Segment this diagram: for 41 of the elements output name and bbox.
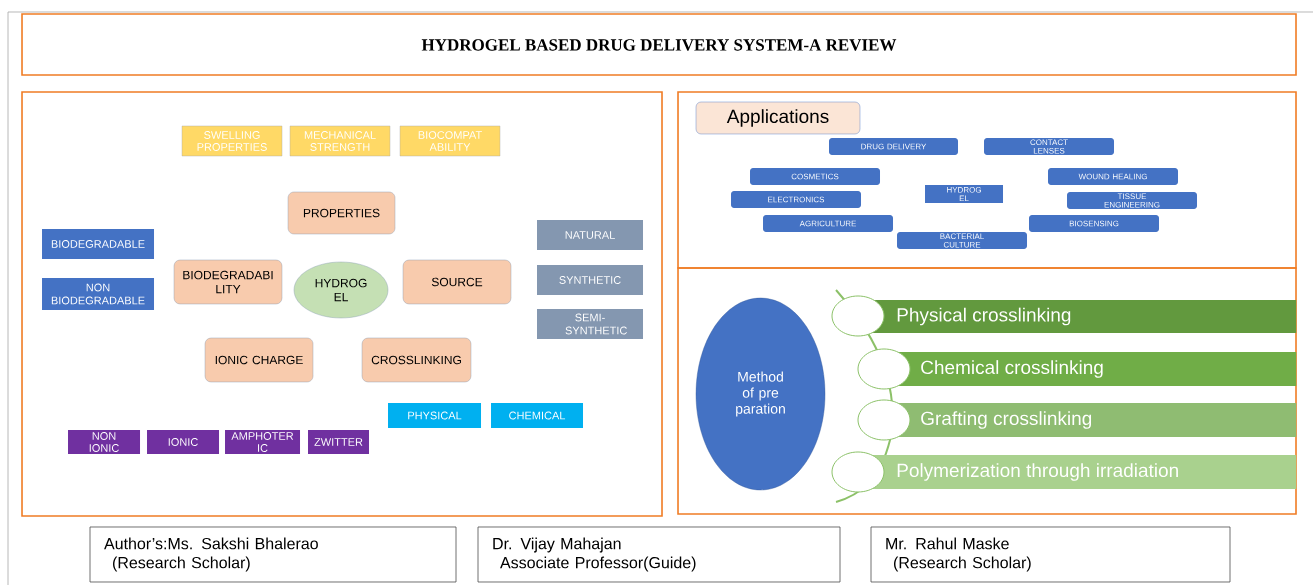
category-box: BIODEGRADABI LITY [173, 259, 283, 305]
list-item: Physical crosslinking [831, 295, 1297, 337]
application-box: CONTACT LENSES [984, 138, 1114, 155]
category-box: PROPERTIES [287, 191, 396, 235]
type-box: NATURAL [537, 220, 643, 250]
property-box: BIOCOMPAT ABILITY [399, 125, 501, 157]
application-box: AGRICULTURE [763, 215, 893, 232]
type-box: PHYSICAL [388, 403, 481, 428]
category-box: SOURCE [402, 259, 512, 305]
property-box: SWELLING PROPERTIES [181, 125, 283, 157]
type-box: SYNTHETIC [537, 265, 643, 295]
application-box: COSMETICS [750, 168, 880, 185]
heading-box: Applications [695, 101, 861, 135]
application-box: WOUND HEALING [1048, 168, 1178, 185]
application-box: DRUG DELIVERY [829, 138, 958, 155]
center-box: HYDROG EL [925, 185, 1003, 203]
type-box: AMPHOTER IC [225, 430, 300, 454]
author-box: Mr. Rahul Maske (Research Scholar) [870, 526, 1231, 583]
panel [677, 267, 1297, 515]
list-item: Polymerization through irradiation [831, 451, 1297, 493]
application-box: BACTERIAL CULTURE [897, 232, 1027, 249]
title-box: HYDROGEL BASED DRUG DELIVERY SYSTEM-A REVIEW [21, 13, 1297, 76]
author-box: Author’s:Ms. Sakshi Bhalerao (Research Scholar) [89, 526, 457, 583]
application-box: TISSUE ENGINEERING [1067, 192, 1197, 209]
author-box: Dr. Vijay Mahajan Associate Professor(Guide) [477, 526, 841, 583]
type-box: ZWITTER [308, 430, 369, 454]
panel [677, 91, 1297, 269]
list-item: Chemical crosslinking [857, 348, 1297, 390]
type-box: SEMI- SYNTHETIC [537, 309, 643, 339]
type-box: BIODEGRADABLE [42, 229, 154, 259]
application-box: BIOSENSING [1029, 215, 1159, 232]
application-box: ELECTRONICS [731, 191, 861, 208]
panel [21, 91, 663, 517]
type-box: NON IONIC [68, 430, 140, 454]
type-box: CHEMICAL [491, 403, 583, 428]
category-box: CROSSLINKING [361, 337, 472, 383]
category-box: IONIC CHARGE [204, 337, 314, 383]
property-box: MECHANICAL STRENGTH [289, 125, 391, 157]
type-box: NON BIODEGRADABLE [42, 278, 154, 310]
type-box: IONIC [147, 430, 219, 454]
list-item: Grafting crosslinking [857, 399, 1297, 441]
